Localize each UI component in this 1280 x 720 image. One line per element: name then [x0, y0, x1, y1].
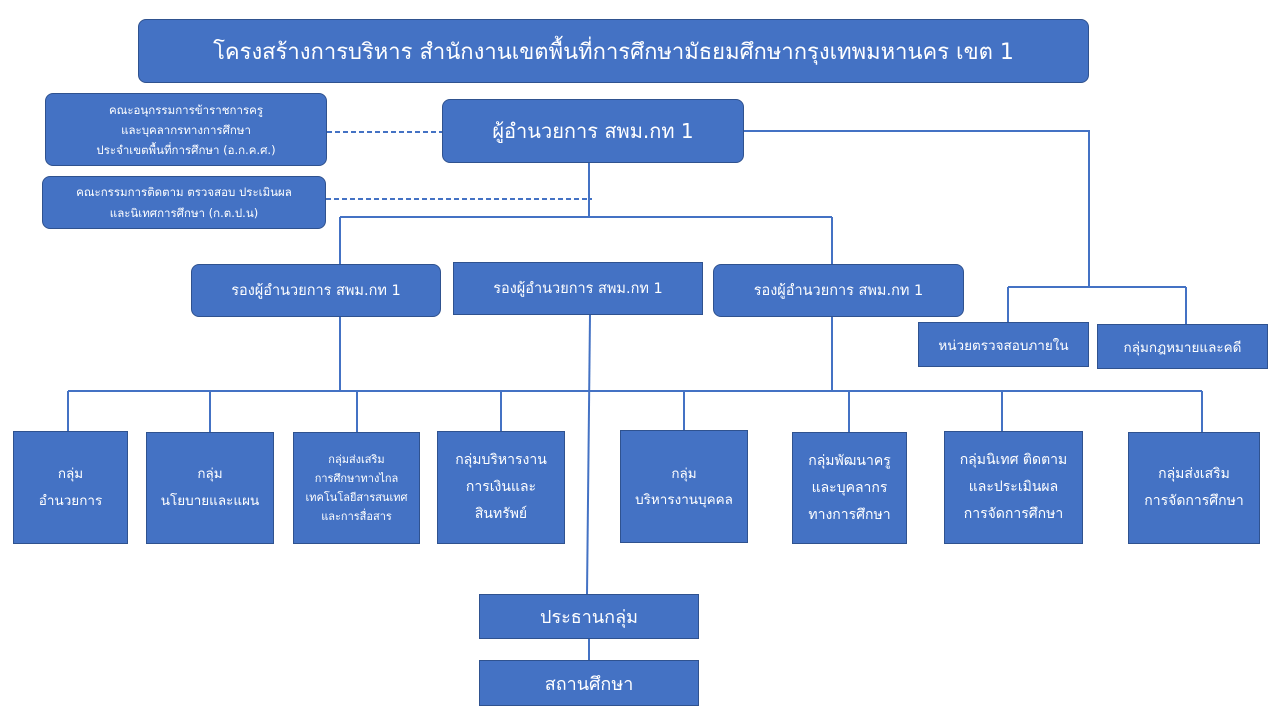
group-box-supervision-evaluation: กลุ่มนิเทศ ติดตาม และประเมินผล การจัดการ… — [944, 431, 1083, 544]
deputy-director-box-3: รองผู้อำนวยการ สพม.กท 1 — [713, 264, 964, 317]
internal-audit-unit-box: หน่วยตรวจสอบภายใน — [918, 322, 1089, 367]
group-box-policy-planning: กลุ่ม นโยบายและแผน — [146, 432, 274, 544]
deputy2-to-head-link — [586, 314, 591, 595]
committee-box-teacher-personnel: คณะอนุกรรมการข้าราชการครู และบุคลากรทางก… — [45, 93, 327, 166]
group-box-personnel: กลุ่ม บริหารงานบุคคล — [620, 430, 748, 543]
group-box-finance-assets: กลุ่มบริหารงาน การเงินและ สินทรัพย์ — [437, 431, 565, 544]
director-box: ผู้อำนวยการ สพม.กท 1 — [442, 99, 744, 163]
deputy-director-box-1: รองผู้อำนวยการ สพม.กท 1 — [191, 264, 441, 317]
director-right-link — [744, 130, 1090, 287]
page-title: โครงสร้างการบริหาร สำนักงานเขตพื้นที่การ… — [138, 19, 1089, 83]
legal-affairs-group-box: กลุ่มกฎหมายและคดี — [1097, 324, 1268, 369]
group-box-distance-education-ict: กลุ่มส่งเสริม การศึกษาทางไกล เทคโนโลยีสา… — [293, 432, 420, 544]
group-box-teacher-development: กลุ่มพัฒนาครู และบุคลากร ทางการศึกษา — [792, 432, 907, 544]
deputy-director-box-2: รองผู้อำนวยการ สพม.กท 1 — [453, 262, 703, 315]
group-box-education-promotion: กลุ่มส่งเสริม การจัดการศึกษา — [1128, 432, 1260, 544]
head-of-group-box: ประธานกลุ่ม — [479, 594, 699, 639]
group-box-administration: กลุ่ม อำนวยการ — [13, 431, 128, 544]
school-box: สถานศึกษา — [479, 660, 699, 706]
committee-box-monitoring: คณะกรรมการติดตาม ตรวจสอบ ประเมินผล และนิ… — [42, 176, 326, 229]
